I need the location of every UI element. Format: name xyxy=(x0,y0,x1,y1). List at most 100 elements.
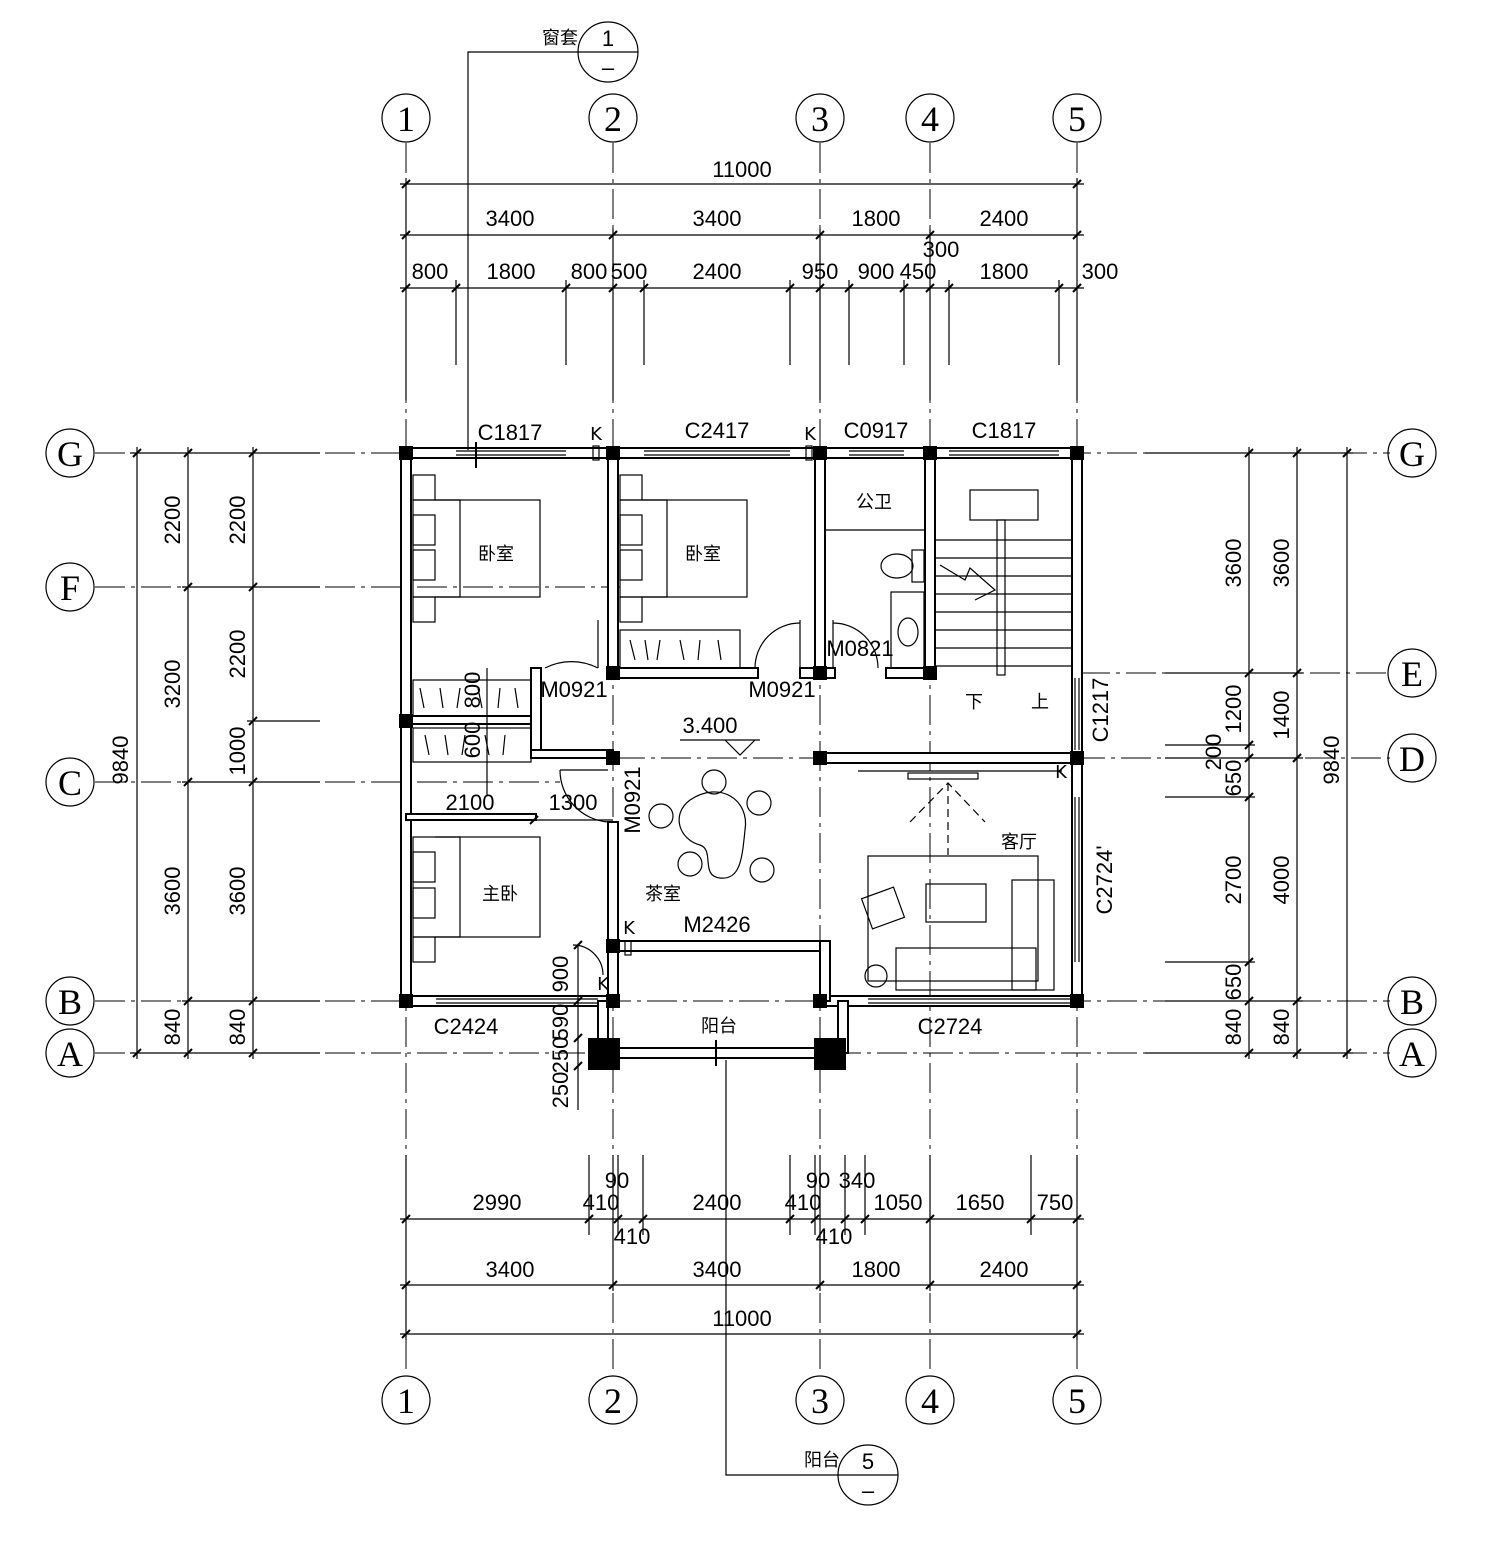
axis-bubbles-right: G E D B A xyxy=(1387,428,1437,1078)
dim-right-inner: 3600 xyxy=(1221,539,1246,588)
axis-bubble-A-left: A xyxy=(45,1028,95,1078)
dim-right-inner: 200 xyxy=(1201,734,1226,771)
dim-top-bay: 1800 xyxy=(852,206,901,231)
dim-left-outer: 2200 xyxy=(160,496,185,545)
top-dimensions: 11000 3400 3400 1800 2400 800 1800 800 5… xyxy=(400,157,1118,400)
axis-bubble-5-top: 5 xyxy=(1052,93,1102,143)
balcony-dimensions: 900 590 250 250 xyxy=(548,940,583,1110)
dim-bottom-opening: 410 xyxy=(614,1224,651,1249)
svg-text:E: E xyxy=(1401,654,1423,694)
dim-bottom-opening: 340 xyxy=(839,1168,876,1193)
axis-bubble-2-top: 2 xyxy=(588,93,638,143)
axis-bubble-1-top: 1 xyxy=(381,93,431,143)
svg-text:4: 4 xyxy=(921,99,939,139)
svg-text:1: 1 xyxy=(397,99,415,139)
dim-balcony: 900 xyxy=(548,956,573,993)
dim-right-outer: 1400 xyxy=(1269,691,1294,740)
dim-right-inner: 1200 xyxy=(1221,685,1246,734)
dim-right-inner: 650 xyxy=(1221,964,1246,1001)
dim-interior: 1300 xyxy=(549,790,598,815)
dim-top-bay: 2400 xyxy=(980,206,1029,231)
dim-bottom-opening: 90 xyxy=(806,1168,830,1193)
svg-text:A: A xyxy=(1399,1034,1425,1074)
axis-bubble-4-bottom: 4 xyxy=(905,1375,955,1425)
axis-bubbles-bottom: 1 2 3 4 5 xyxy=(381,1375,1102,1425)
window-labels: C1817 C2417 C0917 C1817 C2424 C2724 C121… xyxy=(434,418,1117,1039)
stair-up-label: 上 xyxy=(1031,692,1049,713)
dim-bottom-bay: 3400 xyxy=(693,1257,742,1282)
svg-text:K: K xyxy=(1055,762,1068,783)
svg-text:4: 4 xyxy=(921,1381,939,1421)
right-dimensions: 3600 1200 200 650 2700 650 840 3600 1400… xyxy=(1145,447,1353,1059)
window-label: C0917 xyxy=(844,418,909,443)
svg-text:1: 1 xyxy=(397,1381,415,1421)
dim-top-bay: 3400 xyxy=(693,206,742,231)
detail-number: 5 xyxy=(862,1449,874,1474)
columns xyxy=(399,446,1084,1070)
dim-right-outer: 3600 xyxy=(1269,539,1294,588)
axis-bubble-3-top: 3 xyxy=(795,93,845,143)
room-label-tea-room: 茶室 xyxy=(645,884,681,905)
dim-right-inner: 650 xyxy=(1221,760,1246,797)
interior-dimensions: 2100 1300 800 600 xyxy=(406,672,613,825)
svg-text:K: K xyxy=(590,424,603,445)
svg-text:K: K xyxy=(623,918,636,939)
svg-text:2: 2 xyxy=(604,99,622,139)
room-label-bedroom: 卧室 xyxy=(478,544,514,565)
dim-bottom-bay: 1800 xyxy=(852,1257,901,1282)
window-label: C1817 xyxy=(478,420,543,445)
detail-label: 窗套 xyxy=(542,28,578,49)
svg-text:C: C xyxy=(58,763,82,803)
dim-interior: 2100 xyxy=(446,790,495,815)
detail-mark-bottom: 阳台 5 – xyxy=(725,1060,899,1506)
room-label-bedroom: 卧室 xyxy=(685,544,721,565)
dim-left-inner: 840 xyxy=(225,1009,250,1046)
dim-interior: 600 xyxy=(460,722,485,759)
svg-text:5: 5 xyxy=(1068,1381,1086,1421)
window-label: C1217 xyxy=(1088,678,1113,743)
svg-text:2: 2 xyxy=(604,1381,622,1421)
dim-top-opening: 800 xyxy=(571,259,608,284)
dim-right-inner: 2700 xyxy=(1221,856,1246,905)
axis-bubble-D-right: D xyxy=(1387,733,1437,783)
svg-text:3: 3 xyxy=(811,1381,829,1421)
axis-bubble-E-right: E xyxy=(1387,648,1437,698)
door-label: M0921 xyxy=(540,677,607,702)
svg-text:G: G xyxy=(1399,434,1425,474)
door-label: M2426 xyxy=(683,912,750,937)
axis-bubble-5-bottom: 5 xyxy=(1052,1375,1102,1425)
axis-bubble-G-right: G xyxy=(1387,428,1437,478)
door-label: M0921 xyxy=(748,677,815,702)
svg-text:B: B xyxy=(1400,982,1424,1022)
room-label-toilet: 公卫 xyxy=(856,492,892,513)
svg-text:3: 3 xyxy=(811,99,829,139)
window-label: C1817 xyxy=(972,418,1037,443)
axis-bubble-4-top: 4 xyxy=(905,93,955,143)
dim-left-total: 9840 xyxy=(108,736,133,785)
dim-top-bay: 3400 xyxy=(486,206,535,231)
room-label-living-room: 客厅 xyxy=(1001,832,1037,853)
dim-top-opening: 800 xyxy=(412,259,449,284)
left-dimensions: 9840 2200 3200 3600 840 2200 2200 1000 3… xyxy=(108,447,320,1059)
dim-right-outer: 840 xyxy=(1269,1009,1294,1046)
dim-balcony: 250 xyxy=(548,1072,573,1109)
svg-text:A: A xyxy=(57,1034,83,1074)
dim-left-outer: 3200 xyxy=(160,660,185,709)
detail-sheet: – xyxy=(602,55,615,80)
dim-bottom-opening: 1650 xyxy=(956,1190,1005,1215)
axis-bubbles-left: G F C B A xyxy=(45,428,95,1078)
dim-right-outer: 4000 xyxy=(1269,856,1294,905)
dim-top-total: 11000 xyxy=(712,157,772,182)
dim-left-inner: 2200 xyxy=(225,496,250,545)
dim-left-inner: 3600 xyxy=(225,867,250,916)
detail-sheet: – xyxy=(862,1478,875,1503)
svg-text:G: G xyxy=(57,434,83,474)
detail-number: 1 xyxy=(602,26,614,51)
axis-bubble-B-right: B xyxy=(1387,976,1437,1026)
k-markers: K K K K K xyxy=(590,424,1068,995)
axis-bubble-F-left: F xyxy=(45,562,95,612)
dim-left-inner: 1000 xyxy=(225,727,250,776)
dim-top-opening: 2400 xyxy=(693,259,742,284)
dim-top-opening: 1800 xyxy=(487,259,536,284)
dim-bottom-opening: 2990 xyxy=(473,1190,522,1215)
